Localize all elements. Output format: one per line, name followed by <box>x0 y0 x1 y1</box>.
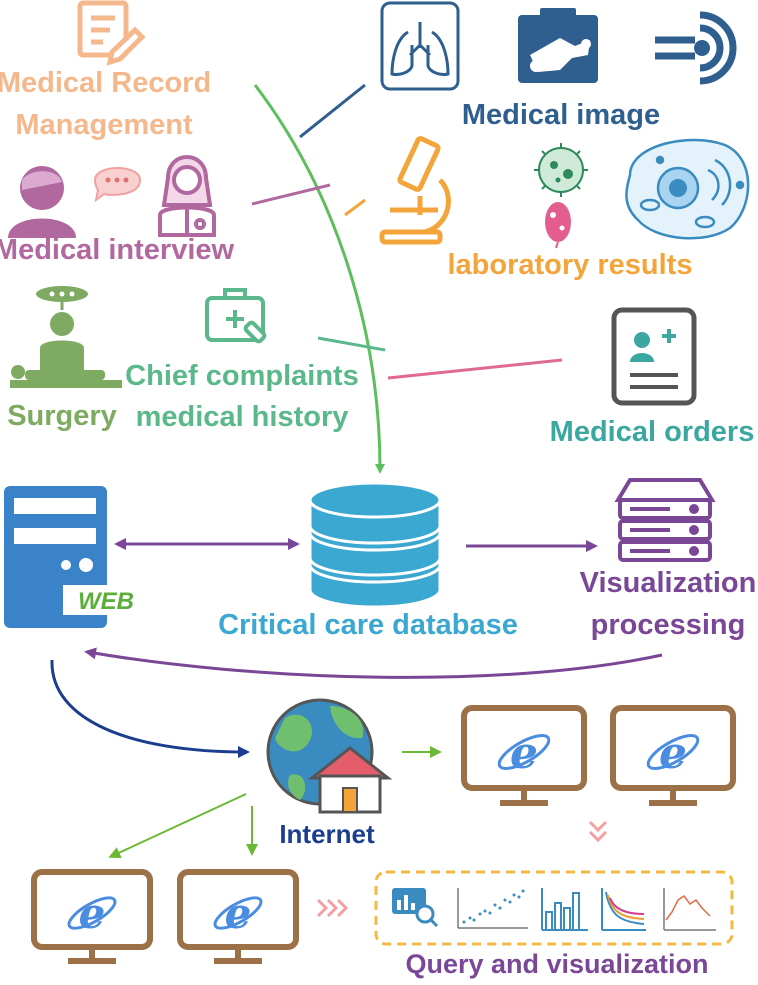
svg-text:e: e <box>225 889 252 938</box>
browser-monitor-icon: e <box>610 705 736 806</box>
chevron-right-icon <box>316 898 349 918</box>
medical-image-label: Medical image <box>462 99 660 131</box>
browser-monitor-icon: e <box>461 705 587 806</box>
visualization-web-arrow <box>84 647 663 679</box>
virus-icon <box>534 143 588 197</box>
connector-imaging <box>299 83 366 139</box>
chief-complaints-label-2: medical history <box>136 401 349 433</box>
query-visualization-box <box>374 870 734 946</box>
chart-icon <box>601 888 646 931</box>
connector-interview <box>251 183 331 206</box>
cell-icon <box>625 138 750 240</box>
browser-monitor-icon: e <box>31 869 153 964</box>
globe-house-icon <box>266 698 393 814</box>
visualization-label-2: processing <box>591 609 746 641</box>
connector-lab <box>344 198 366 217</box>
web-label: WEB <box>78 588 134 615</box>
main-flow-arrow <box>253 84 385 474</box>
medical-interview-label: Medical interview <box>0 234 235 266</box>
patient-icon <box>8 166 76 238</box>
chat-bubble-icon <box>93 167 142 203</box>
chart-icon <box>392 888 439 928</box>
doctor-icon <box>158 155 216 237</box>
surgeon-icon <box>10 286 122 388</box>
chief-complaints-label-1: Chief complaints <box>125 360 359 392</box>
x-ray-icon <box>518 8 598 83</box>
connector-chief <box>317 336 386 352</box>
critical-care-database-label: Critical care database <box>218 609 518 641</box>
lungs-icon <box>380 1 460 91</box>
chart-icon <box>457 888 528 929</box>
web-server-icon <box>4 486 149 628</box>
svg-text:e: e <box>79 889 106 938</box>
bacteria-icon <box>545 202 571 249</box>
medical-kit-icon <box>205 288 267 344</box>
mri-scanner-icon <box>655 11 737 85</box>
internet-left-arrow <box>108 793 247 859</box>
medical-order-icon <box>611 307 697 406</box>
surgery-label: Surgery <box>7 400 117 432</box>
chevron-down-icon <box>588 820 608 843</box>
visualization-label-1: Visualization <box>580 567 757 599</box>
chart-icon <box>663 888 716 931</box>
medical-orders-label: Medical orders <box>550 416 755 448</box>
internet-label: Internet <box>279 819 375 849</box>
microscope-icon <box>379 136 451 245</box>
web-internet-arrow <box>50 659 250 758</box>
chart-icon <box>541 888 588 931</box>
connector-orders <box>387 358 563 380</box>
document-edit-icon <box>77 0 146 66</box>
query-visualization-label: Query and visualization <box>405 949 708 979</box>
medical-record-label-2: Management <box>15 109 193 141</box>
laboratory-results-label: laboratory results <box>448 249 693 281</box>
database-icon <box>308 481 442 609</box>
server-icon <box>614 478 716 562</box>
browser-monitor-icon: e <box>177 869 299 964</box>
medical-record-label-1: Medical Record <box>0 67 211 99</box>
